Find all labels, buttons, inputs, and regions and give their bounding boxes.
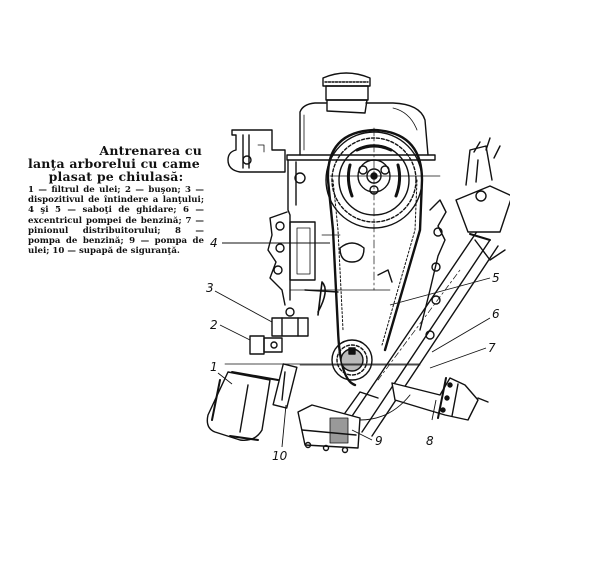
oil-filter	[206, 371, 279, 441]
camshaft-sprocket	[325, 127, 441, 291]
crankshaft-sprocket	[331, 339, 373, 381]
caption-title-line2: lanţa arborelui cu came	[28, 156, 200, 171]
breather-housing	[227, 129, 286, 173]
callout-leaders	[214, 242, 491, 448]
callout-1: 1	[210, 360, 218, 374]
relief-valve	[272, 363, 298, 409]
distributor-shaft	[339, 229, 499, 437]
engine-timing-chain-diagram: 4 3 2 1 5 6 7 8 9 10	[206, 72, 510, 463]
fuel-pump	[391, 377, 489, 421]
callout-5: 5	[492, 271, 500, 285]
figure-caption: Antrenarea cu lanţa arborelui cu came pl…	[28, 144, 204, 256]
distributor	[455, 137, 510, 261]
plug	[249, 335, 283, 355]
callout-4: 4	[210, 236, 218, 250]
callout-9: 9	[375, 434, 383, 448]
callout-7: 7	[488, 341, 496, 355]
callout-labels: 4 3 2 1 5 6 7 8 9 10	[206, 236, 500, 463]
callout-3: 3	[206, 281, 214, 295]
callout-10: 10	[272, 449, 288, 463]
callout-6: 6	[492, 307, 500, 321]
oil-pump	[297, 394, 411, 454]
engine-block	[267, 199, 447, 340]
callout-8: 8	[426, 434, 434, 448]
caption-title-line3: plasat pe chiulasă:	[48, 169, 184, 184]
callout-2: 2	[210, 318, 218, 332]
caption-legend: 1 — filtrul de ulei; 2 — buşon; 3 — disp…	[28, 185, 204, 257]
oil-filler-cap	[322, 72, 371, 114]
chain-tensioner	[271, 307, 309, 337]
valve-cover	[299, 102, 429, 156]
caption-title-line1: Antrenarea cu	[99, 143, 202, 158]
caption-title: Antrenarea cu lanţa arborelui cu came pl…	[28, 144, 204, 183]
